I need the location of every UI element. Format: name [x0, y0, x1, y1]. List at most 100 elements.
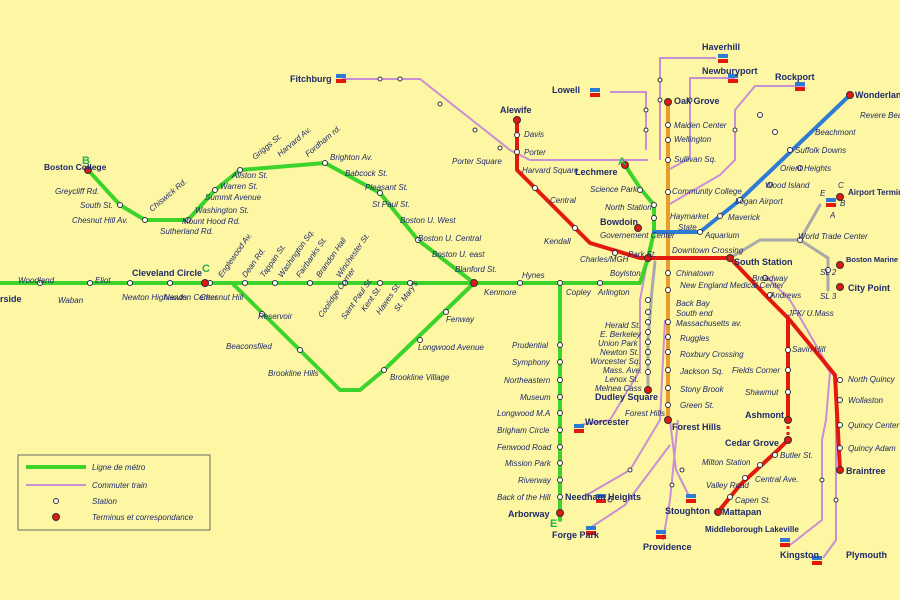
- terminus-fitchburg: Fitchburg: [290, 74, 332, 84]
- station-label-butler: Butler St.: [780, 451, 813, 460]
- station-label-woodland: Woodland: [18, 276, 55, 285]
- train-icons: [336, 54, 836, 565]
- terminus-newburyport: Newburyport: [702, 66, 758, 76]
- terminus-lechmere: Lechmere: [575, 167, 618, 177]
- terminus-labels: Boston College Cleveland Circle rside Al…: [0, 42, 900, 560]
- legend-terminus-swatch: [52, 513, 60, 521]
- station-label-fenway: Fenway: [446, 315, 475, 324]
- station-label-brighton: Brighton Av.: [330, 153, 373, 162]
- train-icon: [586, 526, 596, 535]
- station-label-south-end: South end: [676, 309, 713, 318]
- station-label-hynes: Hynes: [522, 271, 545, 280]
- station-label-aquarium: Aquarium: [704, 231, 740, 240]
- terminus-needham: Needham Heights: [565, 492, 641, 502]
- silver-airport: [798, 203, 822, 242]
- station-label-newton-highlands: Newton Highlands: [122, 293, 187, 302]
- station-label-capen: Capen St.: [735, 496, 771, 505]
- station-label-melnea: Melnea Cass: [595, 384, 642, 393]
- station-label-sullivan: Sullivan Sq.: [674, 155, 716, 164]
- airport-letters: E C B A: [820, 181, 846, 220]
- terminus-boston-college: Boston College: [44, 162, 107, 172]
- station-label-sutherland: Sutherland Rd.: [160, 227, 213, 236]
- station-label-savin: Savin Hill: [792, 345, 826, 354]
- station-label-bu-central: Boston U. Central: [418, 234, 481, 243]
- terminus-cleveland-circle: Cleveland Circle: [132, 268, 202, 278]
- station-label-warren: Warren St.: [220, 182, 258, 191]
- legend: Ligne de métro Commuter train Station Te…: [17, 454, 211, 531]
- terminus-dots: [84, 91, 854, 517]
- legend-terminus-label: Terminus et correspondance: [92, 513, 194, 522]
- station-label-boylston: Boylston: [610, 269, 641, 278]
- rockport-line: [667, 85, 805, 206]
- terminus-city-point: City Point: [848, 283, 890, 293]
- station-label-state: State: [678, 223, 697, 232]
- terminus-marine-park: Boston Marine Indus. Park: [846, 255, 900, 264]
- branch-letter-e: E: [550, 518, 557, 530]
- station-label-summit: Summit Avenue: [205, 193, 262, 202]
- train-icon: [590, 88, 600, 97]
- terminus-arborway: Arborway: [508, 509, 550, 519]
- station-label-community-college: Community College: [672, 187, 742, 196]
- station-label-north-quincy: North Quincy: [848, 375, 896, 384]
- providence-line: [662, 419, 679, 541]
- train-icon: [596, 494, 606, 503]
- station-label-milton: Milton Station: [702, 458, 751, 467]
- terminus-airport: Airport Terminals: [848, 188, 900, 197]
- station-label-park-st: Park St.: [628, 250, 656, 259]
- train-icon: [656, 530, 666, 539]
- station-label-copley: Copley: [566, 288, 592, 297]
- station-label-brigham: Brigham Circle: [497, 426, 550, 435]
- station-label-chinatown: Chinatown: [676, 269, 714, 278]
- terminus-middleborough: Middleborough Lakeville: [705, 525, 799, 534]
- station-label-andrews: Andrews: [769, 291, 801, 300]
- station-label-chesnut-hill: Chesnut Hill: [200, 293, 243, 302]
- station-label-jackson: Jackson Sq.: [679, 367, 724, 376]
- station-label-science-park: Science Park: [590, 185, 638, 194]
- station-label-chesnut-hill-av: Chesnut Hill Av.: [72, 216, 128, 225]
- station-label-newton-center: Newton Center: [164, 293, 218, 302]
- station-label-maverick: Maverick: [728, 213, 761, 222]
- stoughton-line: [669, 419, 691, 499]
- terminus-south-station: South Station: [734, 257, 793, 267]
- station-label-wellington: Wellington: [674, 135, 712, 144]
- station-label-waban: Waban: [58, 296, 84, 305]
- station-label-washington-st-b: Washington St.: [195, 206, 249, 215]
- station-label-valley: Valley Road: [706, 481, 749, 490]
- station-label-logan: Logan Airport: [735, 197, 784, 206]
- station-label-greycliff: Greycliff Rd.: [55, 187, 99, 196]
- terminus-mattapan: Mattapan: [722, 507, 762, 517]
- terminus-dudley: Dudley Square: [595, 392, 658, 402]
- station-label-wood-island: Wood Island: [765, 181, 810, 190]
- station-label-lenox: Lenox St.: [605, 375, 639, 384]
- terminus-oak-grove: Oak Grove: [674, 96, 720, 106]
- station-label-museum: Museum: [520, 393, 551, 402]
- station-label-back-bay: Back Bay: [676, 299, 711, 308]
- station-label-ruggles: Ruggles: [680, 334, 709, 343]
- station-label-davis: Davis: [524, 130, 544, 139]
- station-label-orient: Orient Heights: [780, 164, 831, 173]
- station-label-newton-st: Newton St.: [600, 348, 639, 357]
- station-label-brookline-hills: Brookline Hills: [268, 369, 319, 378]
- station-label-mission-park: Mission Park: [505, 459, 552, 468]
- terminus-providence: Providence: [643, 542, 692, 552]
- station-label-kenmore: Kenmore: [484, 288, 517, 297]
- station-label-reservoir: Reservoir: [258, 312, 293, 321]
- branch-letter-a: A: [618, 156, 626, 168]
- terminus-forest-hills: Forest Hills: [672, 422, 721, 432]
- station-label-porter: Porter: [524, 148, 546, 157]
- station-label-new-england: New England Medical Center: [680, 281, 784, 290]
- station-label-revere: Revere Beach: [860, 111, 900, 120]
- needham-line: [584, 319, 666, 497]
- station-label-downtown-crossing: Downtown Crossing: [672, 246, 744, 255]
- legend-commuter-label: Commuter train: [92, 481, 148, 490]
- station-label-fields: Fields Corner: [732, 366, 780, 375]
- terminus-cedar-grove: Cedar Grove: [725, 438, 779, 448]
- station-label-symphony: Symphony: [512, 358, 551, 367]
- red-braintree: [786, 316, 842, 472]
- station-label-forest-hills-sl: Forest Hills: [625, 409, 665, 418]
- terminus-plymouth: Plymouth: [846, 550, 887, 560]
- terminus-braintree: Braintree: [846, 466, 886, 476]
- station-label-charles: Charles/MGH: [580, 255, 629, 264]
- station-label-shawmut: Shawmut: [745, 388, 779, 397]
